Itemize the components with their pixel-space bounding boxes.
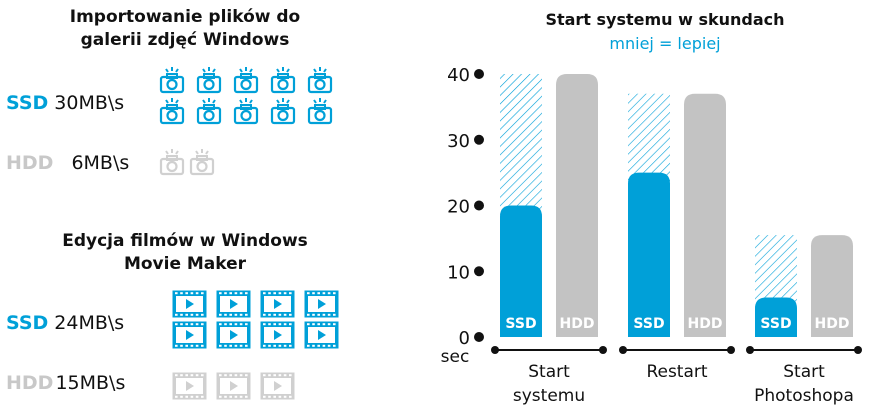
movie-hdd-value: 15MB\s bbox=[55, 372, 126, 394]
chart-plot: 0 10 20 30 40 sec SSD HDD Start systemu SSD HDD Rest… bbox=[441, 65, 862, 406]
y-tick-label: 10 bbox=[447, 262, 470, 283]
movie-title-line2: Movie Maker bbox=[123, 254, 247, 274]
camera-icon bbox=[196, 67, 222, 94]
icon-row bbox=[172, 321, 339, 349]
y-tick-dot bbox=[474, 69, 484, 79]
x-axis-dot bbox=[599, 346, 607, 354]
y-tick-dot bbox=[474, 200, 484, 211]
x-axis-dot bbox=[619, 346, 627, 354]
film-play-icon bbox=[260, 321, 295, 349]
import-ssd-icons bbox=[158, 66, 334, 128]
camera-icon bbox=[270, 98, 296, 125]
y-tick-label: 30 bbox=[447, 131, 470, 152]
bar-label-ssd: SSD bbox=[760, 316, 791, 332]
import-hdd-label: HDD bbox=[6, 152, 54, 174]
icon-row bbox=[158, 148, 216, 176]
x-axis-dot bbox=[491, 346, 499, 354]
bar-ssd bbox=[628, 172, 670, 337]
movie-hdd-icons bbox=[172, 372, 295, 403]
import-ssd-label: SSD bbox=[6, 92, 49, 114]
startup-chart: Start systemu w skundach mniej = lepiej … bbox=[400, 0, 869, 413]
film-play-icon bbox=[260, 372, 295, 400]
x-tick-label: Start bbox=[783, 362, 825, 382]
y-tick-label: 0 bbox=[459, 328, 470, 349]
camera-icon bbox=[233, 67, 259, 94]
bar-label-ssd: SSD bbox=[633, 316, 664, 332]
x-tick-label: Photoshopa bbox=[754, 386, 854, 406]
import-title: Importowanie plików do galerii zdjęć Win… bbox=[20, 6, 350, 52]
bar-label-hdd: HDD bbox=[688, 316, 723, 332]
movie-ssd-icons bbox=[172, 290, 339, 352]
import-title-line2: galerii zdjęć Windows bbox=[80, 30, 290, 50]
bar-hdd bbox=[684, 93, 726, 337]
film-play-icon bbox=[172, 290, 207, 318]
film-play-icon bbox=[260, 290, 295, 318]
camera-icon bbox=[159, 149, 185, 176]
import-ssd-row: SSD 30MB\s bbox=[6, 92, 124, 114]
import-hdd-row: HDD 6MB\s bbox=[6, 152, 129, 174]
y-tick-dot bbox=[474, 332, 484, 342]
icon-row bbox=[158, 97, 334, 125]
film-play-icon bbox=[304, 321, 339, 349]
y-tick-dot bbox=[474, 266, 484, 277]
import-hdd-value: 6MB\s bbox=[71, 152, 130, 174]
movie-ssd-value: 24MB\s bbox=[54, 312, 125, 334]
movie-ssd-row: SSD 24MB\s bbox=[6, 312, 124, 334]
bar-hdd bbox=[811, 235, 853, 337]
icon-row bbox=[172, 290, 339, 318]
film-play-icon bbox=[304, 290, 339, 318]
movie-title: Edycja filmów w Windows Movie Maker bbox=[20, 230, 350, 276]
chart-subtitle: mniej = lepiej bbox=[609, 34, 721, 53]
camera-icon bbox=[159, 67, 185, 94]
film-play-icon bbox=[216, 321, 251, 349]
x-tick-label: Start bbox=[528, 362, 570, 382]
import-hdd-icons bbox=[158, 148, 216, 179]
camera-icon bbox=[159, 98, 185, 125]
movie-hdd-row: HDD 15MB\s bbox=[6, 372, 125, 394]
film-play-icon bbox=[172, 372, 207, 400]
bar-label-hdd: HDD bbox=[815, 316, 850, 332]
y-tick-label: 20 bbox=[447, 197, 470, 218]
icon-row bbox=[158, 66, 334, 94]
bar-label-hdd: HDD bbox=[560, 316, 595, 332]
x-axis-dot bbox=[746, 346, 754, 354]
film-play-icon bbox=[216, 290, 251, 318]
import-title-line1: Importowanie plików do bbox=[69, 7, 301, 27]
x-tick-label: Restart bbox=[646, 362, 707, 382]
x-axis-dot bbox=[854, 346, 862, 354]
import-ssd-value: 30MB\s bbox=[54, 92, 125, 114]
camera-icon bbox=[196, 98, 222, 125]
movie-ssd-label: SSD bbox=[6, 312, 49, 334]
camera-icon bbox=[270, 67, 296, 94]
camera-icon bbox=[189, 149, 215, 176]
movie-title-line1: Edycja filmów w Windows bbox=[62, 231, 308, 251]
camera-icon bbox=[307, 67, 333, 94]
icon-row bbox=[172, 372, 295, 400]
chart-title: Start systemu w skundach bbox=[545, 10, 785, 29]
y-tick-label: 40 bbox=[447, 65, 470, 86]
movie-hdd-label: HDD bbox=[6, 372, 54, 394]
bar-ssd bbox=[755, 297, 797, 337]
x-axis-dot bbox=[727, 346, 735, 354]
x-tick-label: systemu bbox=[513, 386, 585, 406]
bar-ssd bbox=[500, 205, 542, 337]
film-play-icon bbox=[172, 321, 207, 349]
camera-icon bbox=[307, 98, 333, 125]
y-tick-dot bbox=[474, 134, 484, 145]
camera-icon bbox=[233, 98, 259, 125]
bar-label-ssd: SSD bbox=[505, 316, 536, 332]
left-infographic: Importowanie plików do galerii zdjęć Win… bbox=[0, 0, 400, 413]
bar-hdd bbox=[556, 74, 598, 337]
film-play-icon bbox=[216, 372, 251, 400]
y-axis-label: sec bbox=[441, 347, 470, 367]
